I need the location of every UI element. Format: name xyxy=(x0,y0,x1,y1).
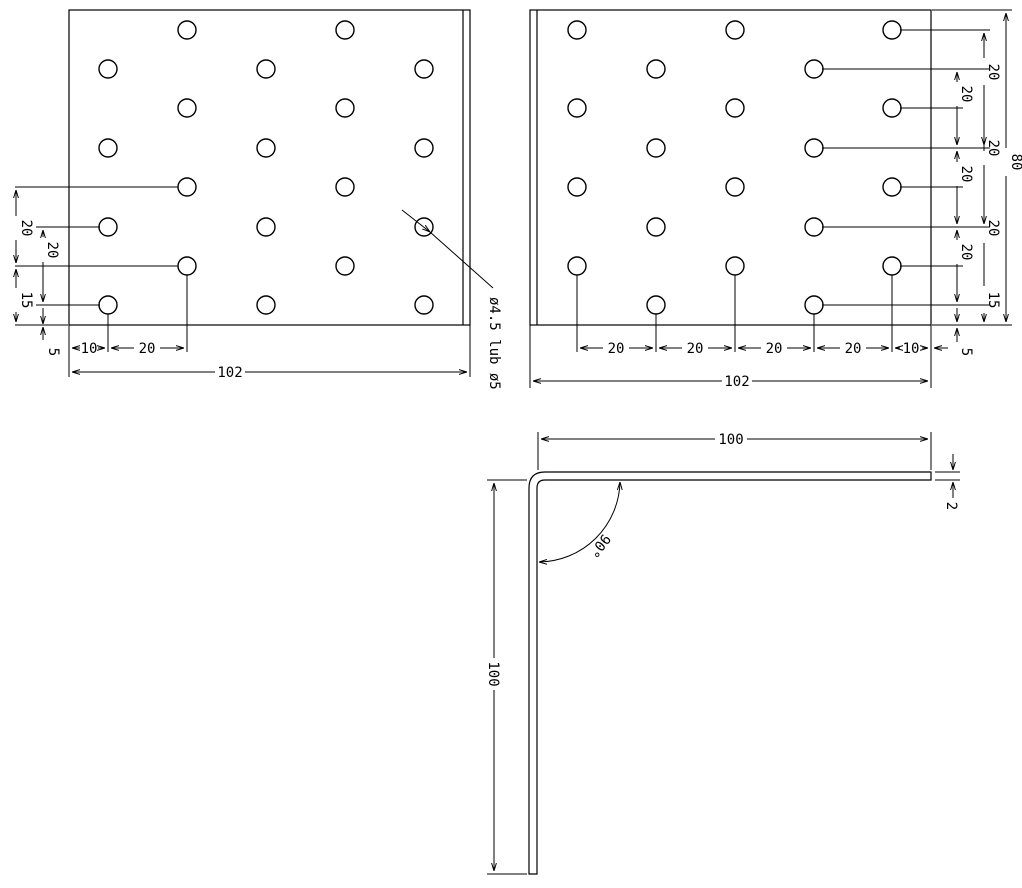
side-dim-thickness: 2 xyxy=(943,502,959,510)
right-hole xyxy=(725,256,745,276)
right-dim-80: 80 xyxy=(1008,154,1022,171)
right-hole xyxy=(646,59,666,79)
right-hole xyxy=(567,20,587,40)
right-dim-5: 5 xyxy=(958,348,974,356)
left-hole xyxy=(335,177,355,197)
right-hole xyxy=(725,98,745,118)
right-dim-20-x4: 20 xyxy=(845,341,862,357)
hole-callout-leader xyxy=(401,209,430,232)
right-dim-15: 15 xyxy=(985,292,1001,309)
right-dim-20-x2: 20 xyxy=(687,341,704,357)
left-hole xyxy=(177,256,197,276)
angle-arc xyxy=(539,482,620,562)
left-hole xyxy=(256,138,276,158)
left-hole xyxy=(335,20,355,40)
right-view: 80 20 20 20 15 20 20 20 5 xyxy=(529,9,1022,390)
left-plate-outline xyxy=(68,9,471,326)
left-hole xyxy=(256,217,276,237)
left-hole xyxy=(335,98,355,118)
right-dim-20-c: 20 xyxy=(985,220,1001,237)
left-dim-20-x: 20 xyxy=(139,341,156,357)
left-dim-20: 20 xyxy=(18,220,34,237)
hole-callout: ø4.5 lub ø5 xyxy=(486,297,502,390)
left-hole xyxy=(177,177,197,197)
right-hole xyxy=(882,98,902,118)
right-dim-inner-20-c: 20 xyxy=(958,244,974,261)
right-hole xyxy=(882,256,902,276)
right-hole xyxy=(567,98,587,118)
left-dim-20-offset: 20 xyxy=(44,242,60,259)
right-hole xyxy=(882,177,902,197)
left-hole xyxy=(177,98,197,118)
left-hole xyxy=(414,295,434,315)
right-hole xyxy=(725,177,745,197)
left-dim-15: 15 xyxy=(18,292,34,309)
angle-profile-outer xyxy=(528,471,932,875)
right-hole-pattern xyxy=(567,20,902,315)
left-dim-10: 10 xyxy=(81,341,98,357)
left-hole xyxy=(335,256,355,276)
left-hole xyxy=(414,59,434,79)
right-hole xyxy=(725,20,745,40)
right-dim-20-x3: 20 xyxy=(766,341,783,357)
right-hole xyxy=(567,177,587,197)
right-dim-102: 102 xyxy=(724,374,749,390)
right-hole xyxy=(646,138,666,158)
side-dim-angle: 90° xyxy=(585,531,613,561)
right-hole xyxy=(804,295,824,315)
left-dim-102: 102 xyxy=(217,365,242,381)
right-hole xyxy=(646,295,666,315)
right-dim-20-b: 20 xyxy=(985,140,1001,157)
left-hole xyxy=(256,295,276,315)
side-view: 100 2 100 90° xyxy=(485,432,960,875)
side-dim-100-vertical: 100 xyxy=(485,661,501,686)
left-hole xyxy=(98,295,118,315)
right-hole xyxy=(567,256,587,276)
right-plate-outline xyxy=(529,9,932,326)
left-dim-5: 5 xyxy=(45,348,61,356)
right-hole xyxy=(882,20,902,40)
left-hole xyxy=(98,59,118,79)
right-hole xyxy=(646,217,666,237)
left-view: 20 15 20 5 10 20 102 ø4.5 lub ø5 xyxy=(15,9,502,390)
right-dim-10: 10 xyxy=(903,341,920,357)
right-dim-20-x1: 20 xyxy=(608,341,625,357)
right-hole xyxy=(804,59,824,79)
left-hole xyxy=(177,20,197,40)
right-dim-20-a: 20 xyxy=(985,64,1001,81)
right-dim-inner-20-a: 20 xyxy=(958,86,974,103)
left-hole-pattern xyxy=(98,20,434,315)
right-hole xyxy=(804,217,824,237)
left-hole xyxy=(414,138,434,158)
left-hole xyxy=(98,217,118,237)
left-hole xyxy=(256,59,276,79)
right-dim-inner-20-b: 20 xyxy=(958,166,974,183)
right-hole xyxy=(804,138,824,158)
left-hole xyxy=(98,138,118,158)
side-dim-100-horizontal: 100 xyxy=(718,432,743,448)
